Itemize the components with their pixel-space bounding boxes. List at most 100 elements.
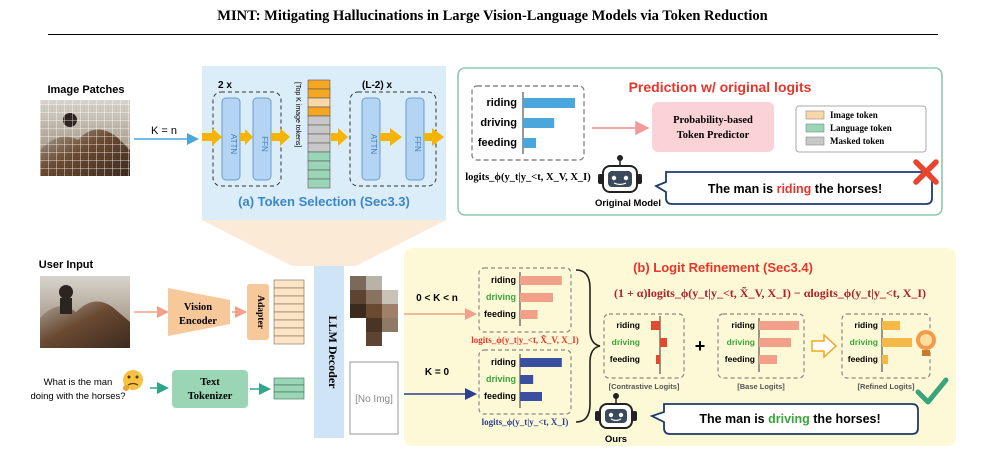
adapter-block [247,284,269,340]
k-zero-label: K = 0 [425,367,450,378]
pred-logits-box [471,85,585,161]
contrastive-caption: [Contrastive Logits] [609,382,680,391]
pruned-bar-riding [520,276,562,285]
topk-label: [Top K image tokens] [294,82,301,147]
refined-caption: [Refined Logits] [857,382,915,391]
token-column-a [307,79,331,189]
original-model-label: Original Model [595,198,661,209]
flow-arrow-2 [240,129,253,145]
contrastive-bar-feeding [656,355,660,364]
original-robot-icon [598,155,642,193]
flow-arrow-6 [424,128,444,146]
pruned-bar-driving [520,293,553,302]
contrastive-label-driving: driving [612,337,640,347]
legend-image-token: Image token [830,110,878,120]
contrastive-logits-box [603,313,685,379]
pruned-logits-formula: logits_ϕ(y_t|y_<t, X̃_V, X_I) [471,335,579,345]
pred-bar-driving [523,118,555,128]
pruned-bar-group [520,276,562,319]
vision-encoder-label-1: Vision [184,302,212,313]
ours-robot-icon [595,393,637,429]
base-label-driving: driving [727,337,755,347]
pruned-label-feeding: feeding [484,309,516,319]
refined-bar-driving [882,338,912,347]
prediction-title: Prediction w/ original logits [629,79,812,95]
text-tokenizer-label-1: Text [200,377,220,388]
zero-logits-box [478,349,572,415]
zero-label-feeding: feeding [484,391,516,401]
selection-funnel [202,220,446,266]
orig-response-pre: The man is [708,182,777,196]
user-input-photo [40,276,130,348]
no-image-box [349,361,399,435]
pruned-bar-feeding [520,310,538,319]
thinking-emoji-icon [123,370,143,391]
llm-decoder-label: LLM Decoder [326,316,340,390]
k-equals-n-label: K = n [151,125,177,137]
flow-arrow-1 [202,128,222,146]
pred-logits-formula: logits_ϕ(y_t|y_<t, X_V, X_I) [465,172,591,183]
image-token-column [273,279,305,345]
zero-bar-group [520,358,562,401]
adapter-label: Adapter [255,295,265,330]
k-range-label: 0 < K < n [416,293,458,304]
pruned-label-driving: driving [486,292,516,302]
base-bar-feeding [759,355,777,364]
correct-check-icon [915,377,949,405]
contrastive-label-riding: riding [616,320,640,330]
vision-encoder-label-2: Encoder [179,316,217,327]
llm-decoder-block [314,266,344,438]
orig-response-key: riding [777,182,812,196]
legend-swatch-image [805,110,825,120]
predictor-label-2: Token Predictor [677,130,750,141]
question-line-2: doing with the horses? [30,391,125,402]
ours-response-bubble [649,403,919,435]
base-caption: [Base Logits] [737,382,785,391]
text-tokenizer-label-2: Tokenizer [188,391,233,402]
ours-response-text: The man is driving the horses! [699,412,880,426]
zero-bar-feeding [520,392,542,401]
refine-arrow-icon [811,333,838,359]
base-bar-riding [759,321,799,330]
repeat-l2x-label: (L-2) x [362,80,392,91]
pred-bar-group [523,98,575,148]
no-image-label: [No Img] [355,394,393,405]
legend-masked-token: Masked token [830,136,884,146]
refined-bar-feeding [882,355,888,364]
zero-bar-riding [520,358,562,367]
question-line-1: What is the man [44,377,113,388]
pred-bar-feeding [523,138,536,148]
token-predictor-box [652,102,774,152]
predictor-label-1: Probability-based [673,115,753,126]
contrastive-bar-riding [651,321,660,330]
image-patches-label: Image Patches [47,84,124,96]
contrastive-bar-group [651,321,667,364]
paper-title: MINT: Mitigating Hallucinations in Large… [217,8,768,24]
token-legend [795,105,927,153]
pred-label-riding: riding [486,97,517,109]
attn-label-1: ATTN [229,134,238,155]
legend-language-token: Language token [830,123,892,133]
ours-response-post: the horses! [810,412,881,426]
refined-bar-riding [882,321,900,330]
base-bar-group [759,321,799,364]
ours-label: Ours [605,434,627,445]
flow-arrow-4 [331,128,348,146]
contrastive-label-feeding: feeding [610,354,640,364]
text-tokenizer-block [172,370,248,408]
flow-arrow-5 [380,128,402,146]
legend-swatch-language [805,123,825,133]
section-b-title: (b) Logit Refinement (Sec3.4) [633,260,813,275]
pruned-logits-box [478,267,572,333]
flow-arrow-3 [271,128,290,146]
base-label-riding: riding [731,320,755,330]
pruned-label-riding: riding [491,275,516,285]
base-bar-driving [759,338,791,347]
contrastive-bar-driving [660,338,667,347]
refined-label-driving: driving [850,337,878,347]
zero-bar-driving [520,375,534,384]
original-response-text: The man is riding the horses! [708,182,882,196]
image-patches-photo [40,100,130,176]
